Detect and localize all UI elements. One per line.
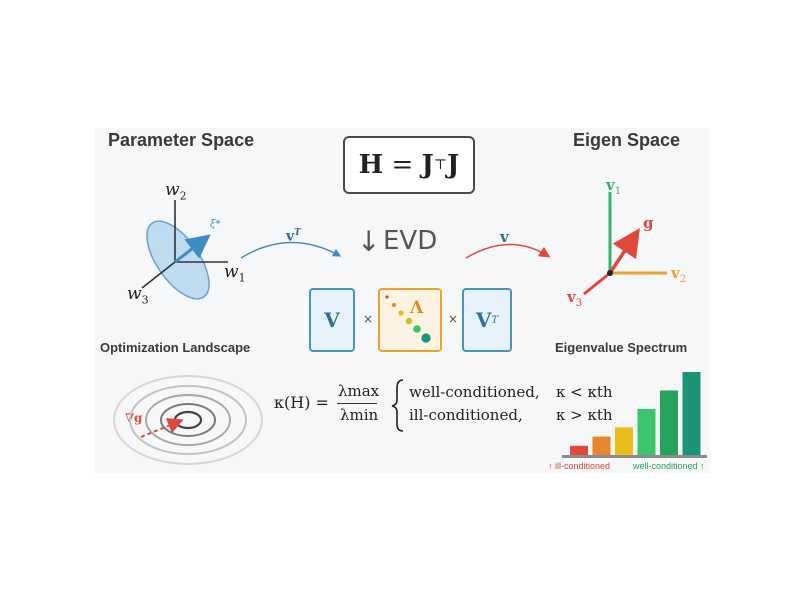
eigen-space-plot [583,192,667,296]
g-vector-arrow [608,228,640,274]
spectrum-bar [660,390,678,455]
xi-star-label: ξ* [210,219,221,230]
flow-right-arrow [465,243,551,259]
w2-label: w2 [165,180,187,203]
case2-label: ill-conditioned, [409,406,523,424]
lambda-dot [392,303,396,307]
lambda-diagonal [385,295,431,343]
well-conditioned-caption: well-conditioned ↑ [633,461,705,471]
v2-label: v2 [671,264,687,285]
spectrum-bar [615,427,633,455]
w3-label: w3 [127,284,149,307]
gradient-descent-arrow [140,418,184,438]
kappa-denominator: λmin [340,406,379,424]
v1-label: v1 [606,176,622,197]
contour-ring [160,403,216,437]
formula-j-transpose: J [421,150,434,180]
w1-label: w1 [224,262,246,285]
contour-ring [113,375,263,465]
lambda-dot [398,310,404,316]
kappa-numerator: λmax [338,382,380,400]
spectrum-bar [592,436,611,455]
formula-equals: = [383,150,422,180]
parameter-space-heading: Parameter Space [108,130,255,150]
lambda-dot [385,295,389,299]
contour-ring [173,410,203,430]
contour-ring [145,394,231,446]
spectrum-bar [682,372,701,455]
flow-right-label: v [500,228,509,246]
lambda-dot [405,317,413,325]
formula-j: J [447,150,460,180]
v3-axis [583,271,611,296]
ill-conditioned-caption: ↑ ill-conditioned [548,461,611,471]
flow-left-arrow [240,241,342,259]
eigen-origin [607,270,613,276]
case1-label: well-conditioned, [409,383,540,401]
fraction-bar [337,403,377,404]
optimization-landscape-plot [113,375,263,465]
contour-ring [129,385,247,455]
w3-axis [141,261,176,289]
hessian-formula-box: H = J ⊤ J [343,136,475,194]
eigenvalue-spectrum-bars [562,372,707,458]
spectrum-bar [637,408,656,455]
evd-arrow: ↓ [357,225,381,258]
v-matrix-label: V [324,308,340,332]
case2-condition: κ > κth [556,406,613,424]
lambda-dot [421,333,431,343]
kappa-lhs: κ(H) = [274,393,329,412]
spectrum-bar [570,445,588,455]
vt-matrix-label: V [475,308,492,332]
eigenvalue-spectrum-heading: Eigenvalue Spectrum [555,340,688,355]
cases-brace [391,379,404,432]
vt-sup: T [491,314,499,326]
xi-star-arrow [174,234,211,264]
eigen-space-heading: Eigen Space [573,130,681,150]
formula-h: H [358,150,384,180]
case1-condition: κ < κth [556,383,613,401]
g-label: g [643,214,654,232]
v-matrix-box: V [309,288,355,352]
lambda-label: Λ [410,298,424,318]
times-sign-2: × [448,312,459,326]
formula-transpose-mark: ⊤ [433,157,448,173]
parameter-space-plot [141,200,228,300]
lambda-dot [413,325,421,333]
flow-left-label: vT [286,228,301,245]
optimization-landscape-heading: Optimization Landscape [100,340,251,355]
evd-label: EVD [383,226,438,256]
v3-label: v3 [567,288,583,309]
times-sign-1: × [363,312,374,326]
